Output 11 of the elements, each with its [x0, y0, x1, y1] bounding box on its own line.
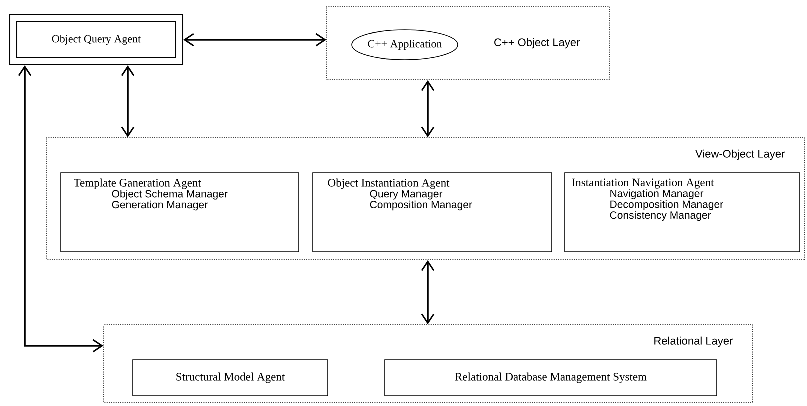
agent-box: Relational Database Management System	[384, 360, 718, 396]
arrow	[121, 66, 135, 138]
agent-box: Object Instantiation Agent Query Manager Composition Manager	[312, 172, 552, 252]
agent-box: Structural Model Agent	[132, 360, 328, 396]
arrow	[18, 66, 104, 353]
arrow	[421, 80, 435, 138]
arrow	[421, 260, 435, 325]
agent-box: Object Query Agent	[10, 14, 184, 66]
agent-box: Instantiation Navigation Agent Navigation Manager Decomposition Manager Consistency Manager	[564, 172, 800, 252]
agent-box: Template Ganeration Agent Object Schema Manager Generation Manager	[60, 172, 300, 252]
arrow	[184, 33, 327, 47]
